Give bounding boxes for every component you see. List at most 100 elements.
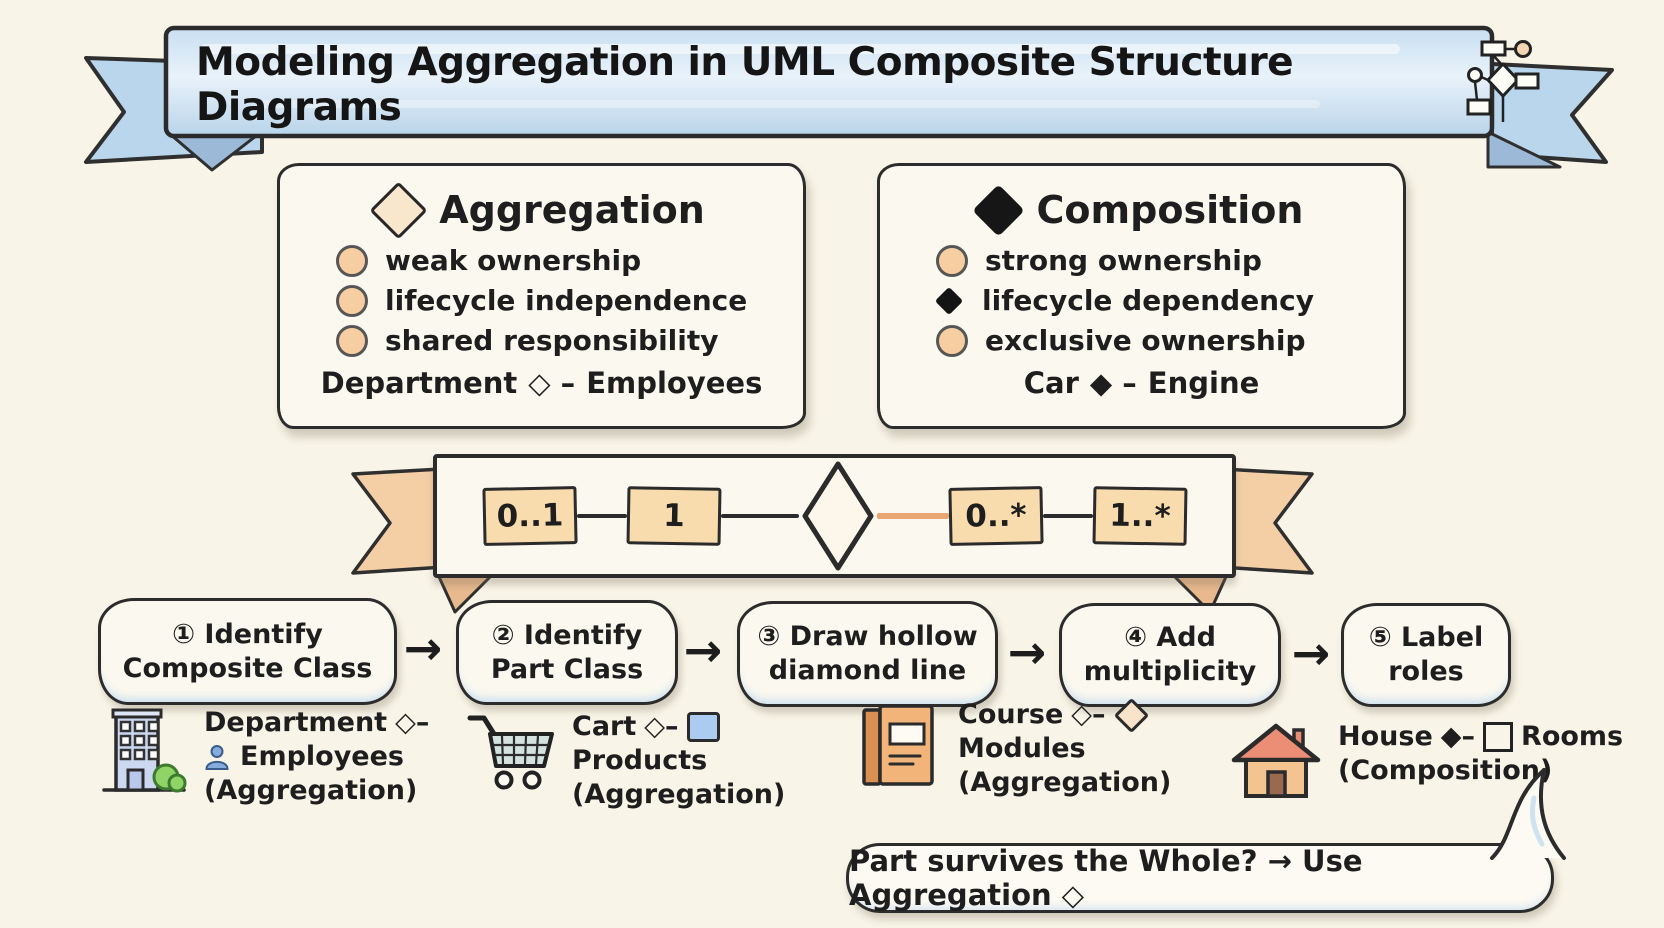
- bullet-item: strong ownership: [936, 244, 1403, 277]
- note-text: Part survives the Whole? → Use Aggregati…: [849, 844, 1363, 912]
- bullet-dot-icon: [336, 244, 368, 277]
- bullet-label: exclusive ownership: [985, 324, 1306, 357]
- step-arrow-icon: →: [683, 623, 723, 677]
- composition-example: Car ◆ – Engine: [880, 366, 1403, 400]
- aggregation-bullets: weak ownership lifecycle independence sh…: [280, 244, 803, 357]
- step-line: ① Identify: [172, 618, 323, 650]
- step-arrow-icon: →: [403, 621, 443, 675]
- step-bubble-1: ① Identify Composite Class: [98, 598, 397, 705]
- example-department: Department ◇– Employees (Aggregation): [100, 706, 429, 808]
- example-relation: (Aggregation): [204, 775, 418, 806]
- module-diamond-icon: [1113, 697, 1149, 733]
- bullet-label: weak ownership: [385, 244, 642, 277]
- step-line: ④ Add: [1124, 622, 1216, 653]
- example-whole: Car: [1023, 366, 1079, 400]
- filled-diamond-icon: [971, 183, 1025, 237]
- hollow-diamond-glyph: ◇–: [395, 707, 430, 738]
- bullet-dot-icon: [936, 244, 968, 277]
- aggregation-header: Aggregation: [280, 181, 803, 239]
- bullet-dot-icon: [936, 324, 968, 357]
- example-cart: Cart ◇– Products (Aggregation): [464, 710, 785, 812]
- example-part: Products: [572, 745, 708, 776]
- composition-title: Composition: [1036, 188, 1304, 232]
- step-arrow-icon: →: [1007, 625, 1047, 679]
- example-line: Course ◇–: [958, 697, 1171, 733]
- person-icon: [205, 745, 229, 770]
- bullet-dot-icon: [336, 284, 368, 317]
- step-line: Composite Class: [122, 652, 373, 684]
- bullet-item: lifecycle dependency: [934, 284, 1403, 317]
- example-line: Cart ◇–: [572, 710, 785, 744]
- connector-line: [1042, 513, 1093, 519]
- step-line: Part Class: [490, 653, 644, 685]
- hollow-diamond-glyph: ◇ –: [528, 366, 576, 400]
- bullet-item: lifecycle independence: [336, 284, 803, 317]
- building-icon: [102, 708, 187, 793]
- example-line: Employees: [204, 740, 429, 774]
- example-caption: House ◆– Rooms (Composition): [1338, 720, 1623, 800]
- bullet-label: shared responsibility: [385, 324, 719, 357]
- connector-line-peach: [876, 513, 949, 519]
- aggregation-box: Aggregation weak ownership lifecycle ind…: [277, 163, 806, 429]
- example-caption: Course ◇– Modules (Aggregation): [958, 697, 1172, 800]
- bullet-item: shared responsibility: [336, 324, 803, 357]
- book-icon: [862, 704, 934, 786]
- bullet-item: exclusive ownership: [936, 324, 1403, 357]
- bullet-label: lifecycle independence: [385, 284, 748, 317]
- house-icon: [1231, 723, 1321, 798]
- step-line: ② Identify: [491, 619, 643, 651]
- example-part: Rooms: [1521, 721, 1624, 752]
- step-bubble-2: ② Identify Part Class: [456, 600, 678, 705]
- step-bubble-3: ③ Draw hollow diamond line: [737, 601, 998, 707]
- example-part: Employees: [240, 741, 405, 772]
- step-arrow-icon: →: [1291, 626, 1331, 680]
- filled-diamond-bullet-icon: [934, 286, 964, 315]
- filled-diamond-glyph: ◆ –: [1089, 366, 1137, 400]
- example-whole: Department: [320, 366, 518, 400]
- example-course: Course ◇– Modules (Aggregation): [856, 697, 1172, 800]
- step-line: diamond line: [768, 655, 967, 686]
- product-square-icon: [686, 712, 720, 742]
- step-line: multiplicity: [1083, 656, 1257, 687]
- multiplicity-box: 1: [626, 486, 721, 546]
- banner-ribbon: [84, 25, 1614, 172]
- example-caption: Cart ◇– Products (Aggregation): [572, 710, 785, 812]
- bullet-label: lifecycle dependency: [982, 284, 1314, 317]
- step-line: ③ Draw hollow: [757, 621, 978, 652]
- note-bubble-tail: [1490, 768, 1566, 860]
- example-whole: Course: [958, 699, 1064, 730]
- example-relation: (Composition): [1338, 755, 1553, 786]
- example-line: House ◆– Rooms: [1338, 720, 1623, 754]
- multiplicity-box: 0..1: [481, 486, 578, 546]
- example-line: Department ◇–: [204, 706, 429, 740]
- filled-diamond-glyph: ◆–: [1440, 721, 1476, 752]
- composition-bullets: strong ownership lifecycle dependency ex…: [880, 244, 1403, 357]
- composition-box: Composition strong ownership lifecycle d…: [877, 163, 1406, 429]
- room-square-icon: [1483, 722, 1514, 752]
- example-part: Employees: [586, 366, 763, 400]
- example-whole: House: [1338, 721, 1433, 752]
- bullet-label: strong ownership: [985, 244, 1262, 277]
- step-line: ⑤ Label: [1368, 622, 1484, 653]
- bullet-item: weak ownership: [336, 244, 803, 277]
- uml-flowchart-icon: [1466, 40, 1540, 122]
- step-bubble-5: ⑤ Label roles: [1341, 603, 1511, 707]
- aggregation-example: Department ◇ – Employees: [280, 366, 803, 400]
- example-relation: (Aggregation): [958, 767, 1172, 798]
- step-bubble-4: ④ Add multiplicity: [1059, 603, 1281, 707]
- multiplicity-box: 1..*: [1092, 486, 1187, 546]
- hollow-diamond-glyph: ◇–: [1071, 699, 1106, 730]
- example-part: Engine: [1147, 366, 1260, 400]
- example-whole: Cart: [572, 711, 637, 742]
- multiplicity-ribbon: 0..1 1 0..* 1..*: [345, 438, 1320, 653]
- cart-icon: [467, 715, 554, 790]
- multiplicity-box: 0..*: [947, 486, 1044, 546]
- aggregation-title: Aggregation: [439, 188, 705, 232]
- page-title: Modeling Aggregation in UML Composite St…: [196, 40, 1294, 130]
- step-line: roles: [1388, 656, 1464, 687]
- bullet-dot-icon: [336, 324, 368, 357]
- connector-line: [576, 513, 627, 519]
- note-bubble: Part survives the Whole? → Use Aggregati…: [846, 843, 1554, 913]
- ribbon-panel: 0..1 1 0..* 1..*: [433, 454, 1236, 578]
